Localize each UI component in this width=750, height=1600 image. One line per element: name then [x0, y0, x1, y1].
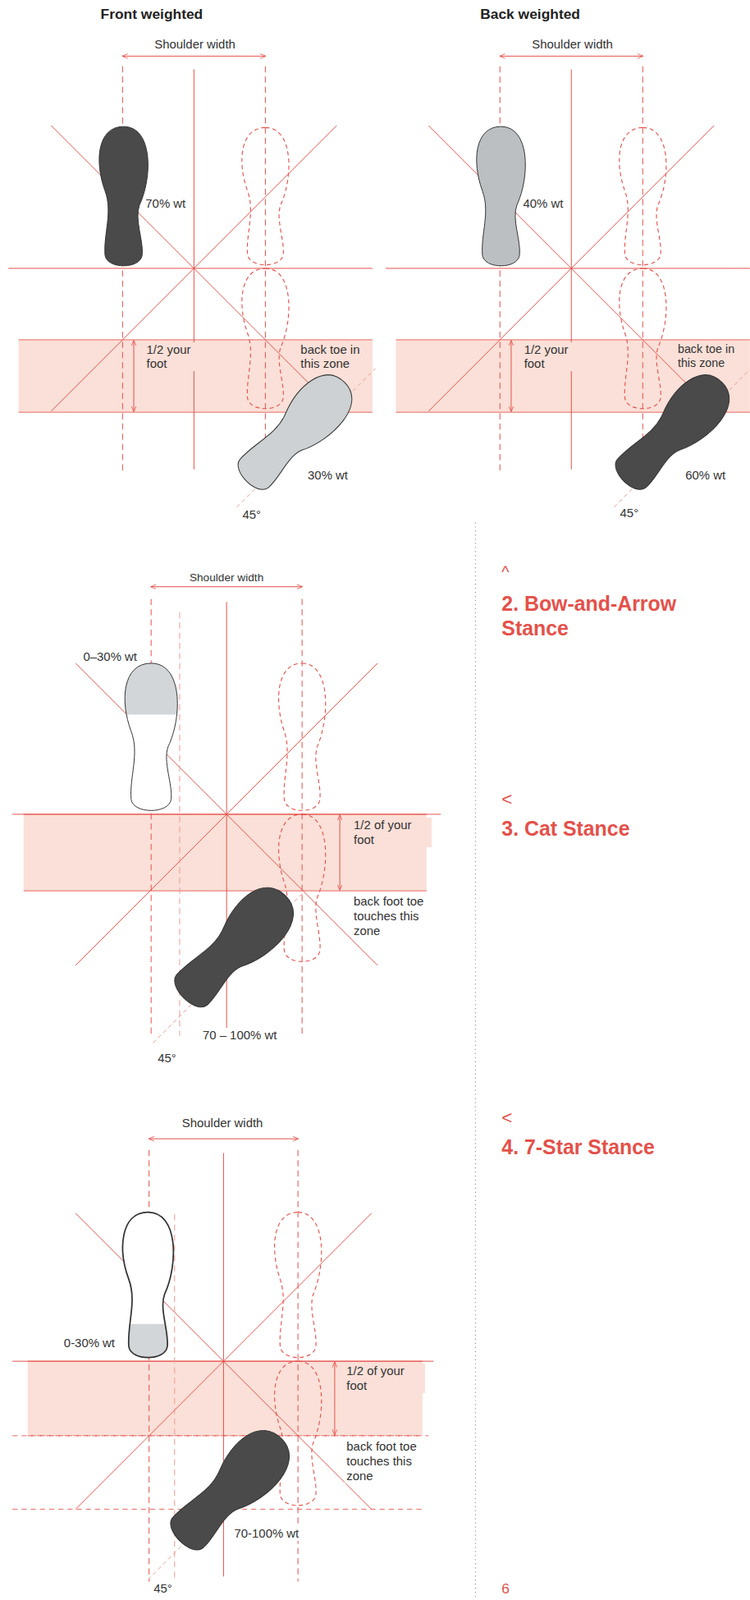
guide-line: [50, 125, 337, 412]
ghost-foot: [274, 1211, 322, 1358]
ghost-foot: [274, 1360, 322, 1505]
front-foot: [476, 126, 526, 266]
guide-line: [12, 1434, 429, 1436]
weight-label: 60% wt: [683, 467, 728, 483]
guide-line: [428, 125, 714, 412]
nav-arrow: <: [499, 788, 514, 811]
dimension-label: 1/2 of your foot: [344, 1362, 425, 1393]
guide-line: [428, 125, 714, 412]
weight-label: 30% wt: [306, 467, 350, 483]
weight-label: 70% wt: [143, 196, 188, 211]
angle-label: 45°: [155, 1050, 179, 1066]
angle-label: 45°: [151, 1580, 174, 1596]
page-number: 6: [499, 1579, 512, 1597]
front-foot: [94, 663, 209, 810]
angle-label: 45°: [240, 507, 263, 522]
guide-line: [301, 599, 303, 1038]
weight-label: 70 – 100% wt: [201, 1027, 279, 1043]
dimension-label: Shoulder width: [152, 36, 238, 52]
guide-line: [395, 338, 750, 340]
guide-line: [193, 69, 195, 470]
nav-arrow: <: [499, 1106, 514, 1130]
dimension-label: 1/2 of your foot: [352, 817, 432, 847]
column-heading: Back weighted: [478, 5, 582, 23]
stance-title: 2. Bow-and-Arrow Stance: [499, 591, 718, 641]
weight-label: 0-30% wt: [62, 1335, 117, 1350]
separator-line: [475, 521, 476, 1600]
ghost-foot: [278, 814, 326, 961]
back-foot: [228, 364, 364, 500]
stance-title: 3. Cat Stance: [499, 816, 632, 842]
guide-line: [18, 338, 373, 340]
guide-line: [23, 890, 427, 892]
zone-note: back foot toe touches this zone: [344, 1438, 430, 1483]
ghost-foot: [619, 268, 667, 409]
ghost-foot: [619, 127, 667, 265]
dimension-arrow: [133, 340, 135, 412]
angle-label: 45°: [618, 505, 641, 521]
zone-note: back foot toe touches this zone: [352, 893, 437, 938]
dimension-arrow: [122, 55, 266, 57]
dimension-label: Shoulder width: [530, 36, 615, 52]
guide-line: [8, 267, 373, 269]
guide-line: [75, 663, 378, 965]
dimension-arrow: [150, 585, 302, 587]
dimension-label: 1/2 your foot: [522, 342, 588, 372]
back-foot: [164, 875, 307, 1018]
guide-line: [385, 267, 750, 269]
stance-figures: [8, 55, 750, 1600]
front-foot: [99, 126, 148, 266]
dimension-label: 1/2 your foot: [145, 342, 211, 372]
dimension-label: Shoulder width: [187, 571, 266, 585]
dimension-arrow: [339, 814, 341, 890]
dimension-arrow: [149, 1138, 298, 1139]
guide-line: [297, 1149, 299, 1582]
dimension-arrow: [333, 1361, 335, 1434]
column-heading: Front weighted: [99, 5, 206, 23]
weight-label: 70-100% wt: [233, 1525, 302, 1541]
stance-title: 4. 7-Star Stance: [499, 1134, 657, 1160]
ghost-foot: [278, 663, 326, 810]
ghost-foot: [242, 127, 289, 265]
ghost-foot: [242, 268, 289, 409]
weight-label: 40% wt: [521, 196, 565, 211]
weight-label: 0–30% wt: [81, 649, 138, 664]
guide-line: [50, 125, 337, 412]
guide-line: [75, 663, 378, 965]
zone-note: back toe in this zone: [298, 342, 370, 372]
back-foot: [160, 1417, 302, 1560]
guide-line: [571, 69, 572, 470]
dimension-arrow: [510, 340, 512, 412]
dimension-label: Shoulder width: [180, 1115, 266, 1130]
nav-arrow: ^: [499, 562, 511, 583]
zone-note: back toe in this zone: [676, 342, 747, 371]
back-foot: [605, 364, 741, 500]
dimension-arrow: [499, 55, 643, 57]
